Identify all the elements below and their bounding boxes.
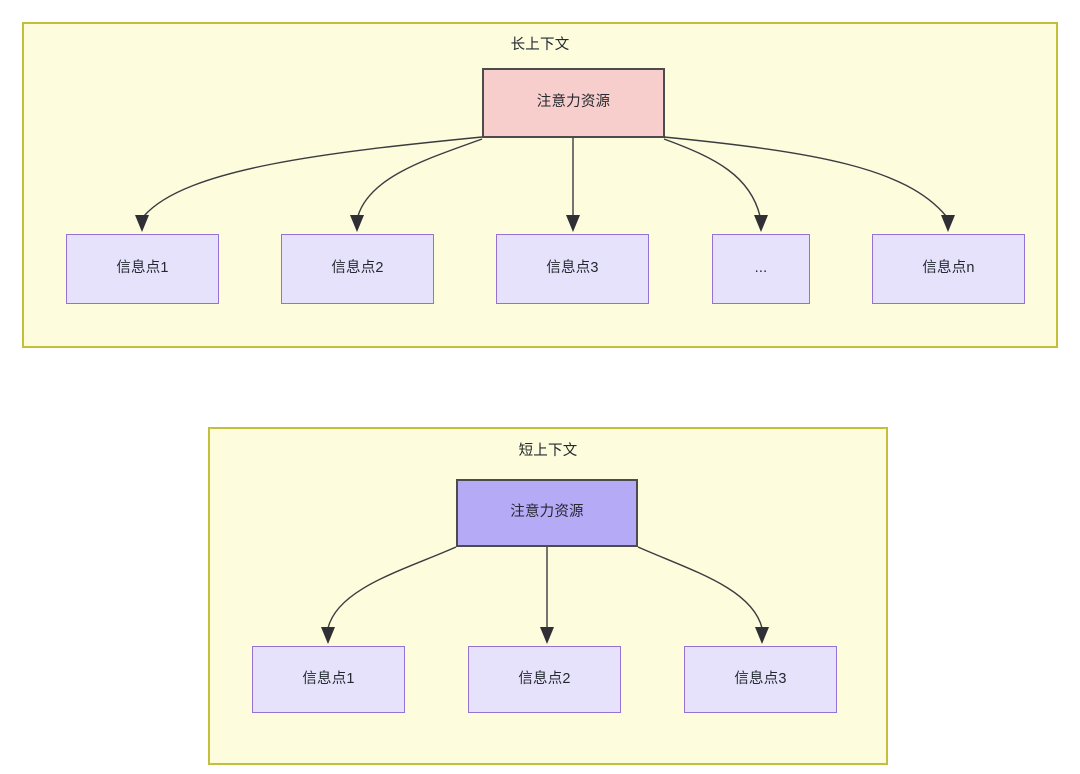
node-label: 信息点1 [302,670,355,687]
node-info-point-2-short[interactable]: 信息点2 [468,646,621,713]
panel-short-context-title: 短上下文 [518,443,578,459]
node-attention-resource-short[interactable]: 注意力资源 [456,479,638,547]
node-label: 信息点2 [331,260,384,277]
node-label: ... [754,260,768,277]
node-info-point-3-long[interactable]: 信息点3 [496,234,649,304]
node-label: 信息点3 [546,260,599,277]
node-label: 注意力资源 [510,504,584,521]
panel-long-context-title: 长上下文 [510,37,570,53]
node-info-point-ellipsis-long[interactable]: ... [712,234,810,304]
panel-short-context: 短上下文 [208,427,888,765]
node-label: 信息点1 [116,260,169,277]
node-info-point-1-short[interactable]: 信息点1 [252,646,405,713]
node-attention-resource-long[interactable]: 注意力资源 [482,68,665,138]
node-info-point-3-short[interactable]: 信息点3 [684,646,837,713]
node-label: 信息点3 [734,670,787,687]
node-info-point-1-long[interactable]: 信息点1 [66,234,219,304]
node-info-point-2-long[interactable]: 信息点2 [281,234,434,304]
node-label: 信息点2 [518,670,571,687]
node-label: 信息点n [922,260,975,277]
node-label: 注意力资源 [536,94,611,111]
node-info-point-n-long[interactable]: 信息点n [872,234,1025,304]
